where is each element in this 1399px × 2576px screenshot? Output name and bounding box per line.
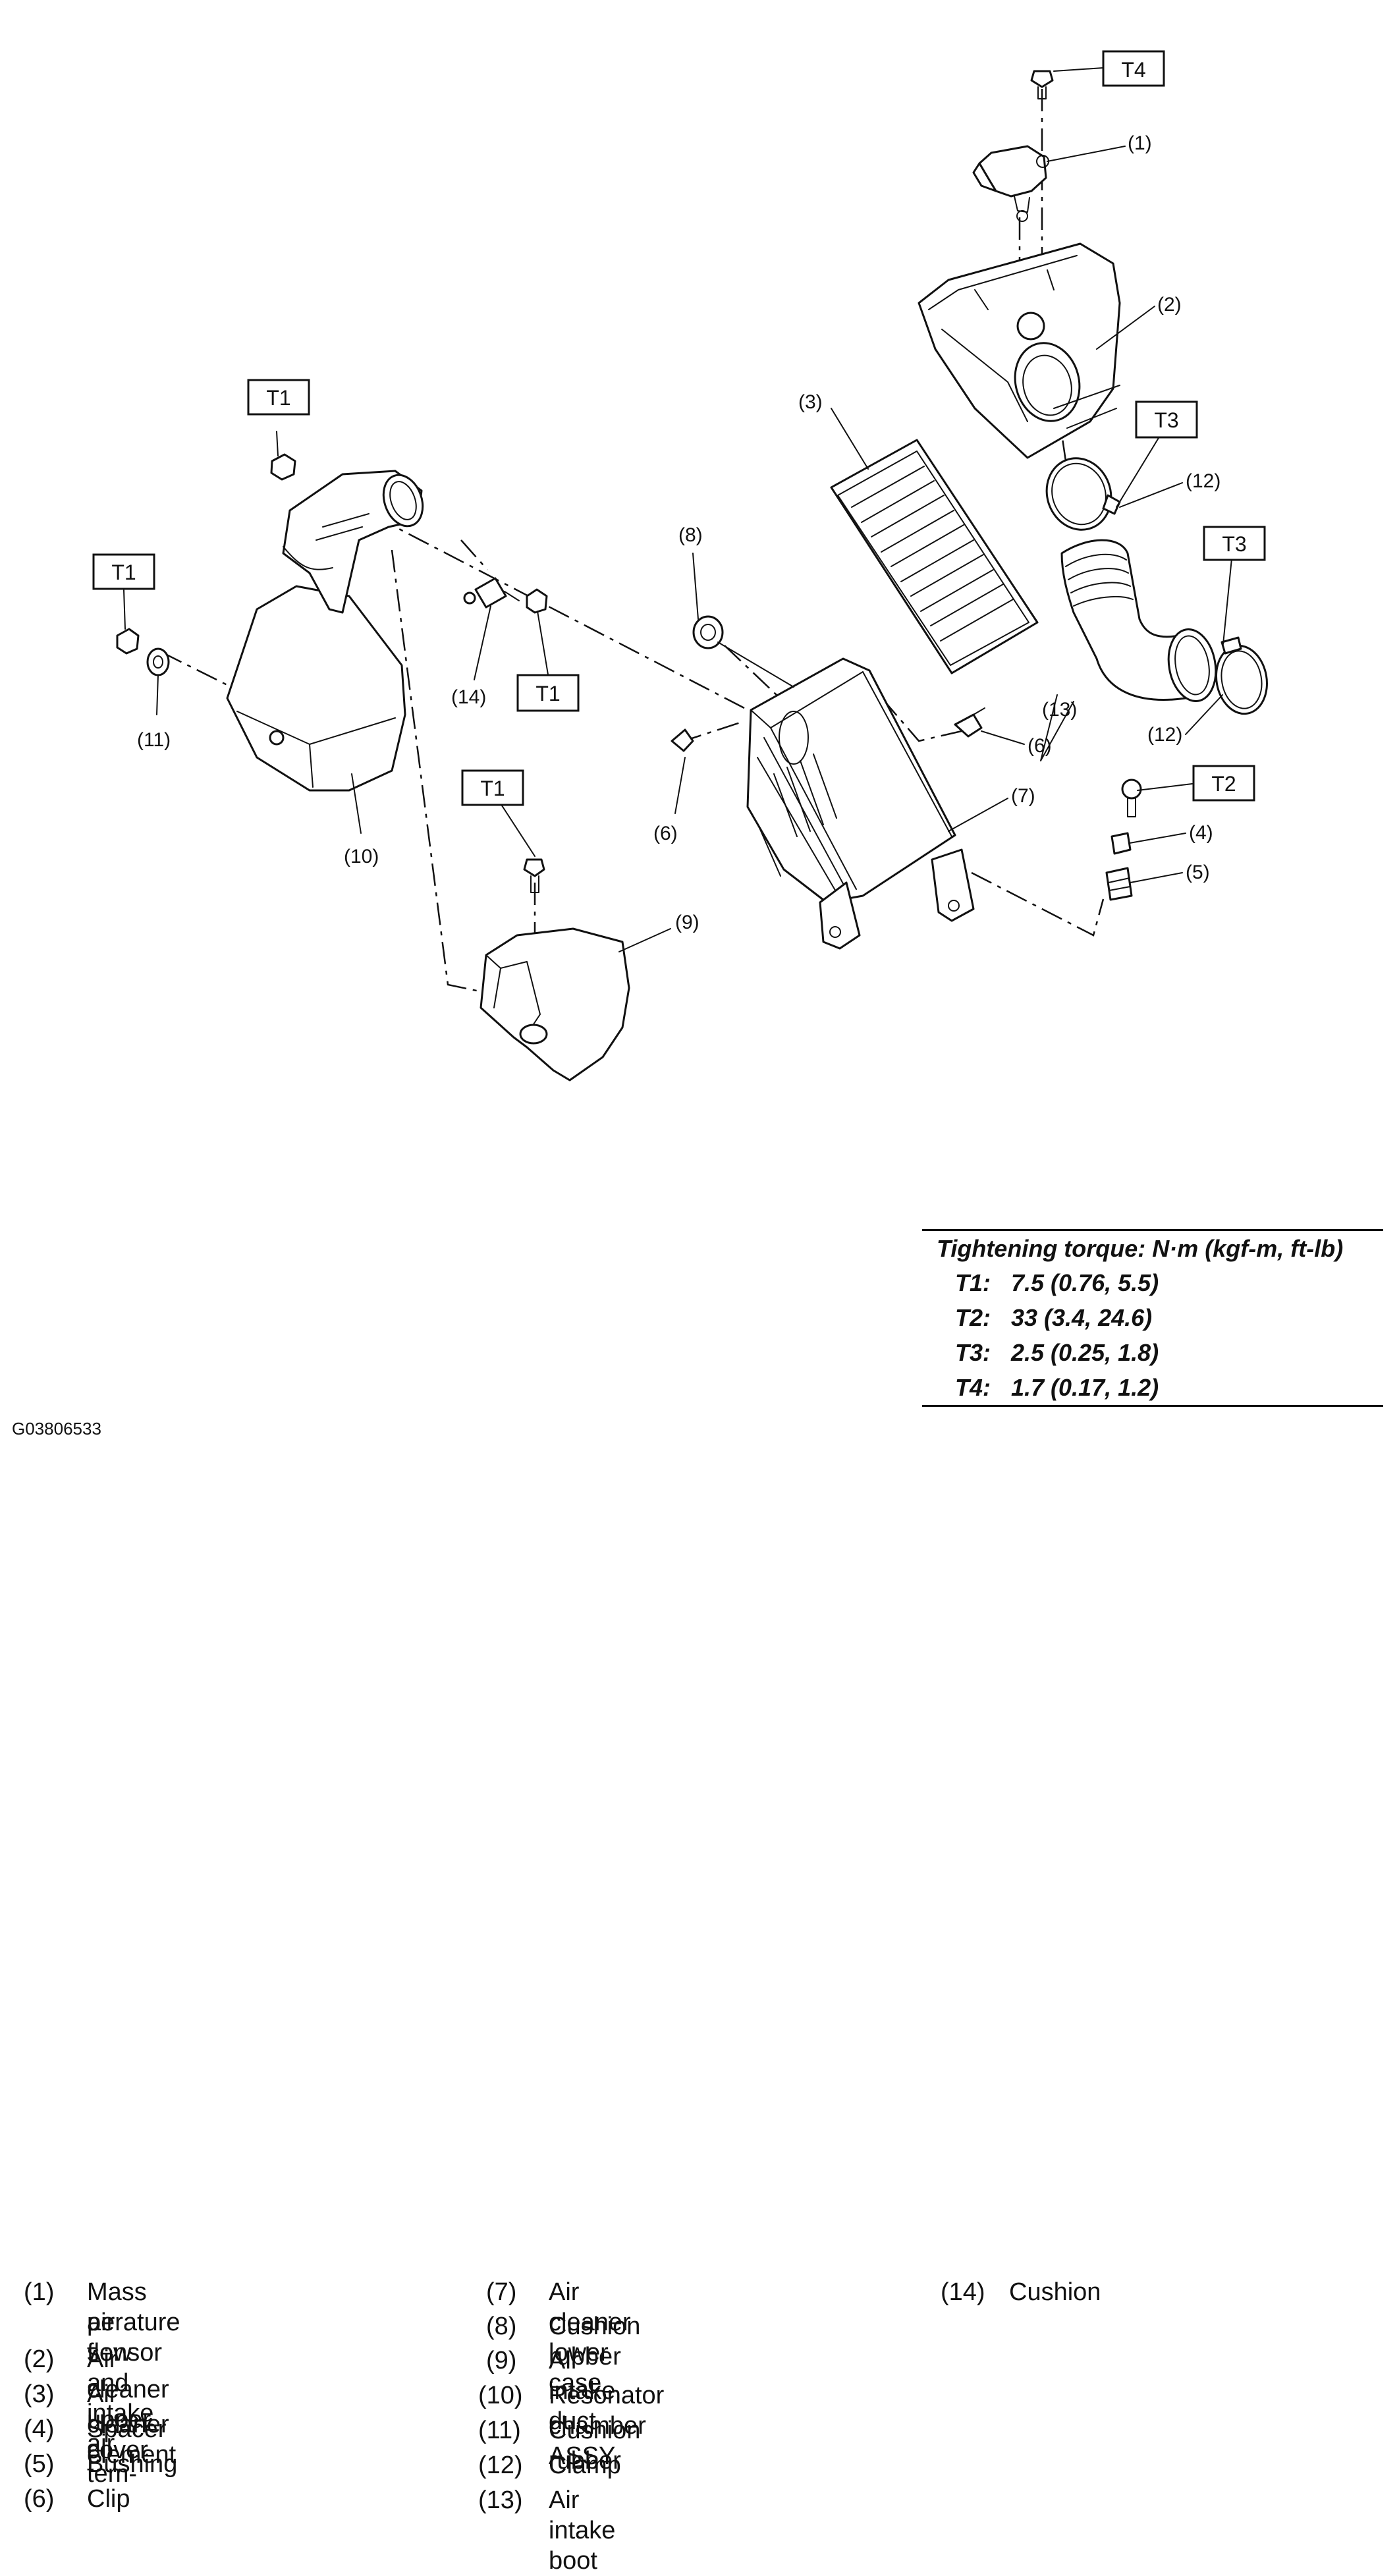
clamp-lower (1215, 636, 1268, 715)
torque-row-t2: T2: 33 (3.4, 24.6) (922, 1300, 1383, 1335)
torque-row-t1: T1: 7.5 (0.76, 5.5) (922, 1265, 1383, 1300)
figure-id: G03806533 (12, 1419, 101, 1439)
tag-t1-left: T1 (92, 553, 155, 590)
callout-12-upper: (12) (1186, 470, 1221, 492)
exploded-diagram: T4 T3 T3 T2 T1 T1 T1 T1 (1) (2) (3) (4) … (12, 50, 1383, 2575)
torque-row-t4: T4: 1.7 (0.17, 1.2) (922, 1370, 1383, 1405)
tag-t2: T2 (1192, 765, 1255, 802)
tag-t1-top: T1 (247, 379, 310, 416)
svg-text:T3: T3 (1154, 408, 1178, 432)
callout-2: (2) (1157, 294, 1182, 315)
legend-text-4: Spacer (87, 2415, 167, 2443)
tag-t1-right: T1 (516, 674, 580, 712)
legend-num-6: (6) (24, 2485, 55, 2513)
callout-14: (14) (451, 686, 486, 708)
callout-12-lower: (12) (1147, 724, 1182, 746)
svg-text:T1: T1 (535, 682, 560, 705)
torque-val-t3: 2.5 (0.25, 1.8) (1011, 1339, 1159, 1366)
cushion-rubber-8 (692, 615, 724, 649)
callout-6-right: (6) (1028, 735, 1052, 757)
air-intake-duct (480, 927, 630, 1082)
torque-key-t2: T2: (955, 1304, 991, 1331)
tag-t3-lower: T3 (1203, 526, 1266, 561)
clamp-upper (1045, 457, 1121, 531)
callout-7: (7) (1011, 785, 1035, 807)
air-intake-boot (1060, 539, 1217, 703)
svg-text:T1: T1 (111, 561, 136, 584)
t2-bolt (1121, 779, 1142, 817)
legend-num-8: (8) (486, 2313, 517, 2340)
callout-11: (11) (137, 729, 171, 751)
callout-9: (9) (675, 912, 700, 933)
svg-text:T1: T1 (266, 386, 290, 410)
callout-5: (5) (1186, 862, 1210, 883)
t1-nut-left (116, 628, 140, 655)
torque-key-t4: T4: (955, 1374, 991, 1401)
legend-num-4: (4) (24, 2415, 55, 2443)
clip-left (671, 728, 694, 752)
spacer (1111, 832, 1132, 855)
callout-13: (13) (1042, 699, 1077, 721)
legend-num-9: (9) (486, 2347, 517, 2374)
callouts: (1) (2) (3) (4) (5) (6) (6) (7) (8) (9) … (137, 132, 1221, 933)
t1-nut-right (526, 588, 548, 614)
resonator-chamber (226, 470, 424, 792)
callout-1: (1) (1128, 132, 1152, 154)
legend-num-13: (13) (478, 2486, 523, 2514)
legend-num-12: (12) (478, 2452, 523, 2479)
cushion-rubber-11 (146, 647, 170, 676)
svg-text:T1: T1 (480, 777, 505, 800)
legend-text-13: Air intake boot (549, 2486, 616, 2575)
legend-num-3: (3) (24, 2380, 55, 2408)
torque-key-t1: T1: (955, 1269, 991, 1296)
legend-num-14: (14) (941, 2278, 985, 2306)
callout-3: (3) (798, 391, 823, 413)
tag-t3-upper: T3 (1135, 400, 1198, 439)
diagram-canvas: T4 T3 T3 T2 T1 T1 T1 T1 (1) (2) (3) (4) … (92, 50, 1268, 1082)
air-cleaner-element (830, 439, 1039, 674)
air-cleaner-lower-case (746, 657, 975, 950)
callout-8: (8) (678, 524, 703, 546)
callout-6-left: (6) (653, 823, 678, 844)
legend-num-11: (11) (478, 2417, 521, 2444)
torque-key-t3: T3: (955, 1339, 991, 1366)
legend-text-12: Clamp (549, 2452, 621, 2479)
legend-text-6: Clip (87, 2485, 130, 2513)
cushion-14 (463, 577, 520, 609)
t1-bolt-duct (523, 858, 545, 893)
mass-air-flow-sensor (972, 145, 1049, 222)
svg-text:T4: T4 (1121, 58, 1145, 82)
torque-val-t2: 33 (3.4, 24.6) (1011, 1304, 1153, 1331)
tag-t1-duct: T1 (461, 769, 524, 806)
callout-10: (10) (344, 846, 379, 867)
torque-table: Tightening torque: N·m (kgf-m, ft-lb) T1… (922, 1229, 1383, 1407)
legend-text-5: Bushing (87, 2450, 178, 2478)
torque-val-t1: 7.5 (0.76, 5.5) (1011, 1269, 1159, 1296)
torque-table-header: Tightening torque: N·m (kgf-m, ft-lb) (937, 1235, 1344, 1262)
torque-row-t3: T3: 2.5 (0.25, 1.8) (922, 1335, 1383, 1370)
legend-num-5: (5) (24, 2450, 55, 2478)
legend-num-1: (1) (24, 2278, 55, 2306)
legend-num-10: (10) (478, 2382, 523, 2409)
t1-nut-top (270, 453, 296, 481)
t4-bolt (1030, 70, 1054, 99)
legend-num-7: (7) (486, 2278, 517, 2306)
leader-lines (123, 67, 1232, 952)
tag-t4: T4 (1102, 50, 1165, 87)
bushing (1105, 867, 1133, 901)
legend-text-14: Cushion (1009, 2278, 1101, 2306)
legend-num-2: (2) (24, 2345, 55, 2373)
svg-text:T3: T3 (1222, 532, 1246, 556)
svg-text:T2: T2 (1211, 772, 1236, 796)
callout-4: (4) (1189, 822, 1213, 844)
torque-val-t4: 1.7 (0.17, 1.2) (1011, 1374, 1159, 1401)
air-cleaner-upper-cover (918, 242, 1121, 459)
clip-right (954, 707, 985, 738)
